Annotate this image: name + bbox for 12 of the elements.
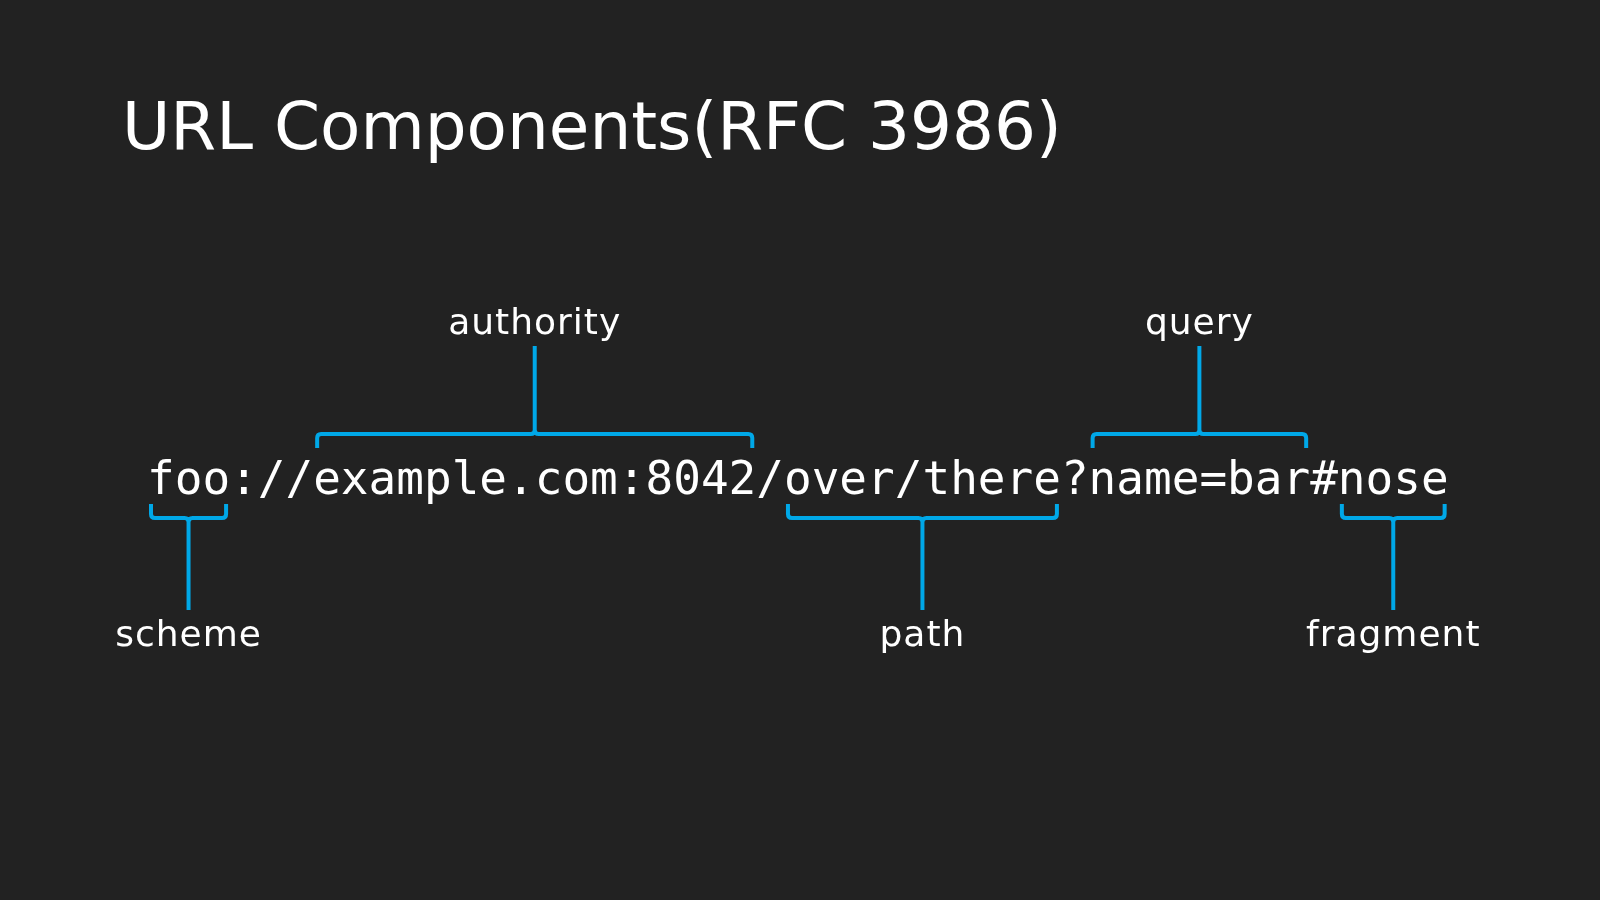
- part-label: fragment: [1305, 612, 1481, 656]
- leader-line: [920, 522, 925, 610]
- url-text: foo://example.com:8042/over/there?name=bar#nose: [147, 452, 1449, 504]
- part-label: scheme: [115, 612, 262, 656]
- part-label: query: [1144, 300, 1254, 344]
- leader-line: [186, 522, 191, 610]
- leader-line: [1197, 346, 1202, 430]
- part-label: path: [879, 612, 966, 656]
- leader-line: [532, 346, 537, 430]
- title: URL Components(RFC 3986): [122, 88, 1062, 165]
- part-label: authority: [448, 300, 622, 344]
- leader-line: [1391, 522, 1396, 610]
